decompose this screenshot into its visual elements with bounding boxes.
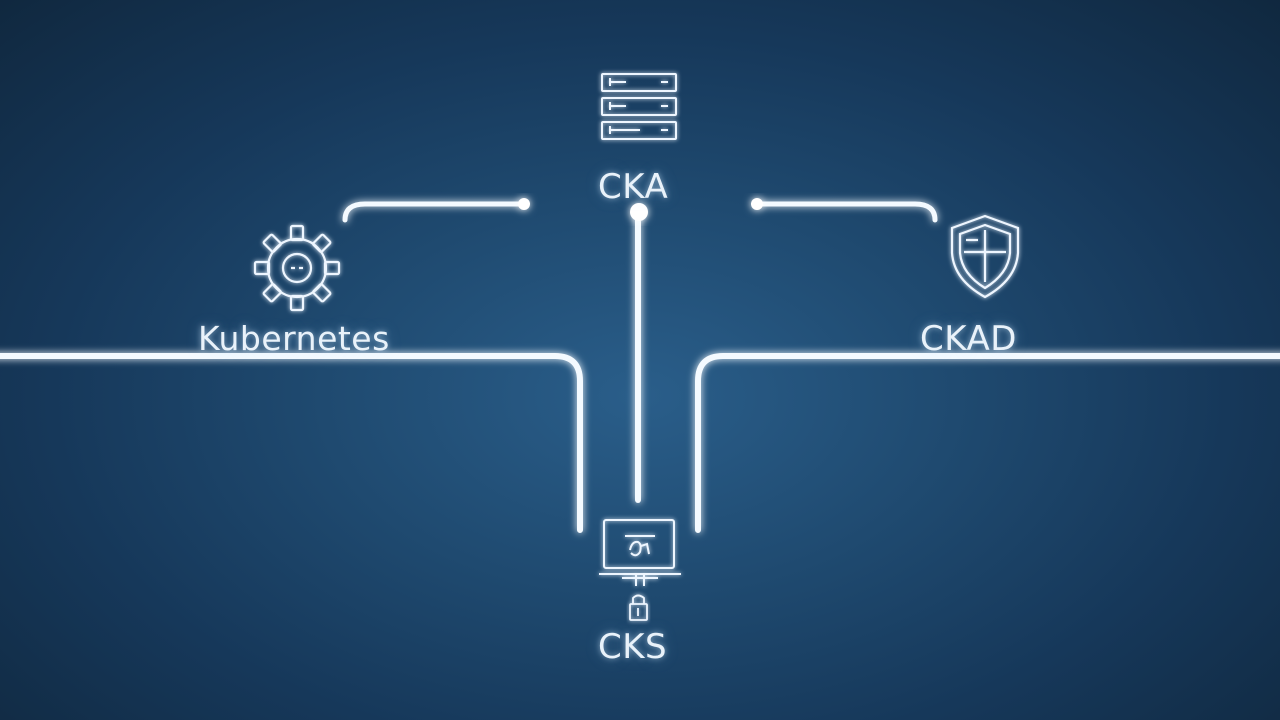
connector-top-left — [342, 201, 525, 223]
gear-tooth — [289, 294, 305, 312]
gear-icon — [253, 224, 341, 312]
lock-icon — [629, 594, 648, 621]
gear-tooth — [262, 283, 282, 303]
connector-dot-center — [630, 203, 648, 221]
server-rack-icon — [601, 73, 677, 140]
cka-label: CKA — [598, 167, 669, 207]
gear-tooth — [323, 260, 341, 276]
connector-dot-right — [751, 198, 763, 210]
connector-top-right — [755, 201, 938, 223]
connector-right-horizontal — [695, 353, 1280, 533]
connector-left-horizontal — [0, 353, 583, 533]
cks-label: CKS — [598, 627, 668, 667]
monitor-icon — [599, 519, 681, 586]
kubernetes-label: Kubernetes — [198, 319, 390, 358]
shield-icon — [950, 214, 1020, 299]
gear-tooth — [262, 233, 282, 253]
gear-tooth — [253, 260, 271, 276]
connector-dot-left — [518, 198, 530, 210]
gear-tooth — [312, 283, 332, 303]
gear-tooth — [289, 224, 305, 242]
gear-tooth — [312, 233, 332, 253]
ckad-label: CKAD — [920, 319, 1017, 359]
